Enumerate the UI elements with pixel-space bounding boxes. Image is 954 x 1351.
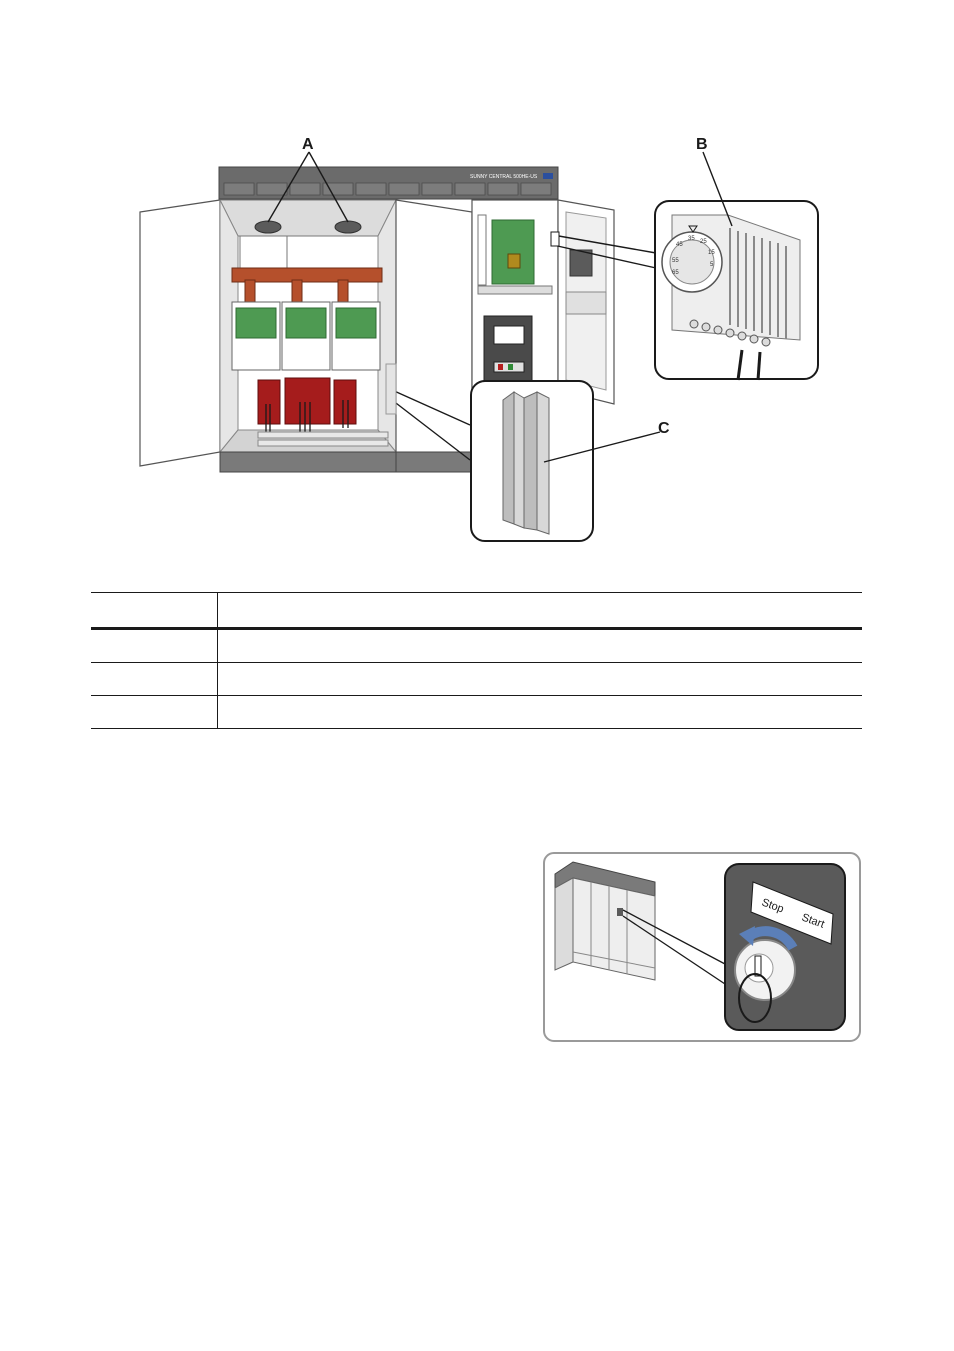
- legend-table: [91, 592, 862, 729]
- dial-number: 25: [700, 239, 707, 245]
- power-modules: [231, 301, 381, 371]
- key-switch-figure: Stop Start: [543, 852, 861, 1042]
- fan-right-icon: [334, 220, 362, 234]
- table-cell: [91, 662, 218, 696]
- cabinet-left-door: [139, 199, 221, 467]
- dial-number: 15: [708, 250, 715, 256]
- dial-number: 65: [672, 270, 679, 276]
- brand-flag-icon: [543, 173, 553, 179]
- table-cell: [217, 628, 862, 663]
- callout-a-label: A: [302, 136, 314, 153]
- cabinet-base-left: [219, 451, 397, 473]
- table-cell: [217, 662, 862, 696]
- fan-left-icon: [254, 220, 282, 234]
- dial-number: 45: [676, 242, 683, 248]
- table-row: [91, 662, 862, 696]
- busbar: [231, 267, 383, 283]
- callout-b-label: B: [696, 136, 708, 153]
- dial-number: 35: [688, 236, 695, 242]
- ventilation-slots: [223, 182, 552, 196]
- cabinet-interior-figure: SUNNY CENTRAL 500HE-US A: [139, 136, 819, 542]
- dial-number: 55: [672, 258, 679, 264]
- legend-header-description: [217, 592, 862, 630]
- dial-number: 5: [710, 262, 714, 268]
- key-loop-icon: [738, 973, 772, 1023]
- table-cell: [91, 695, 218, 729]
- callout-c-label: C: [658, 420, 670, 437]
- door-display: [569, 249, 593, 277]
- control-board: [491, 219, 535, 285]
- door-terminal-strip: [565, 291, 607, 315]
- cabinet-label: SUNNY CENTRAL 500HE-US: [470, 174, 538, 180]
- chokes: [257, 377, 357, 425]
- legend-header-position: [91, 592, 218, 630]
- legend-table-header: [91, 592, 862, 630]
- table-cell: [217, 695, 862, 729]
- table-row: [91, 695, 862, 729]
- table-cell: [91, 628, 218, 663]
- table-row: [91, 628, 862, 663]
